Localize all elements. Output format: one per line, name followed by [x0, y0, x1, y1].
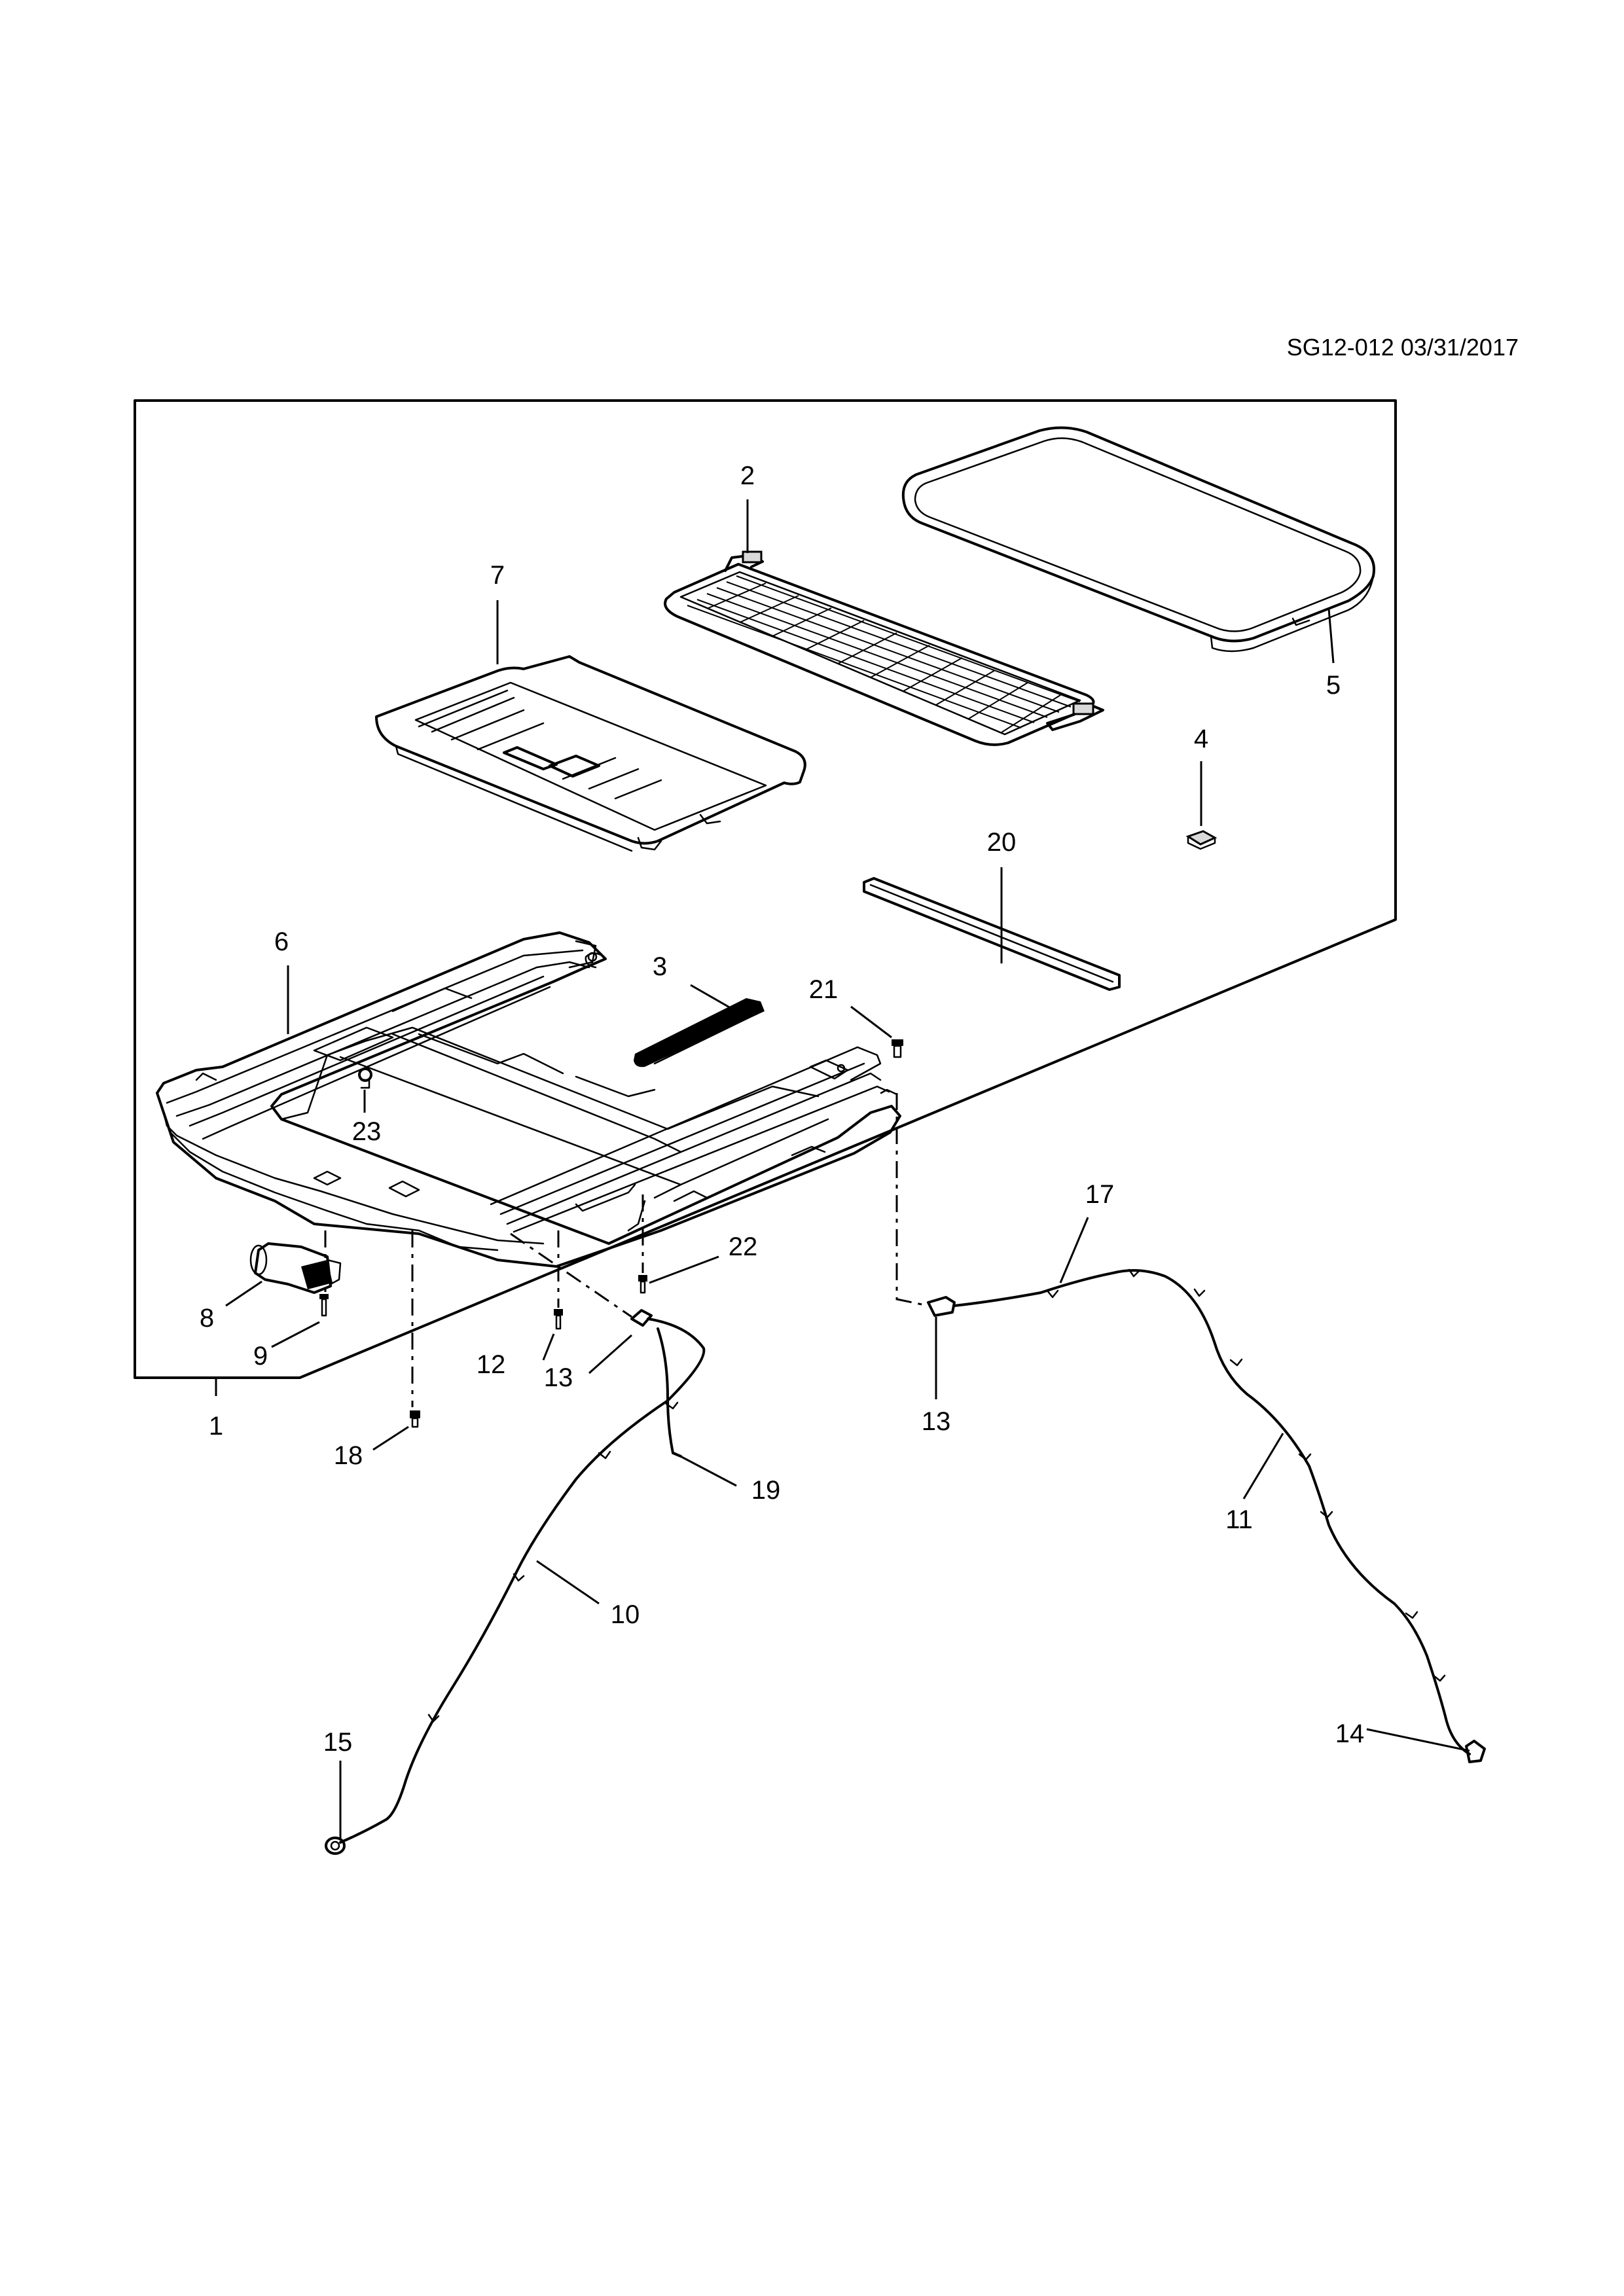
- clip-part: [1185, 830, 1218, 846]
- callout-2: 2: [740, 461, 755, 490]
- bolt-12: [554, 1309, 563, 1330]
- nut-23: [358, 1067, 372, 1089]
- bolt-18: [410, 1410, 420, 1428]
- callout-14: 14: [1335, 1719, 1365, 1748]
- callout-15: 15: [323, 1728, 353, 1757]
- callout-17: 17: [1085, 1180, 1115, 1209]
- drain-hose-left: [325, 1318, 706, 1855]
- callout-6: 6: [274, 927, 289, 956]
- callout-18: 18: [334, 1441, 363, 1470]
- callout-9: 9: [253, 1342, 268, 1371]
- sunshade-frame: [375, 655, 806, 852]
- callout-19: 19: [751, 1476, 781, 1505]
- callout-1: 1: [209, 1412, 223, 1441]
- glass-panel: [901, 426, 1375, 653]
- callout-23: 23: [352, 1117, 382, 1146]
- motor-screw: [319, 1294, 329, 1317]
- bolt-21: [892, 1039, 903, 1058]
- callout-3: 3: [653, 952, 667, 981]
- callout-12: 12: [477, 1350, 506, 1379]
- sunroof-frame: [156, 931, 901, 1268]
- seal-strip: [634, 998, 765, 1067]
- sunroof-motor: [249, 1242, 342, 1294]
- callout-13-left: 13: [544, 1363, 573, 1392]
- bolt-22: [638, 1275, 647, 1294]
- callout-8: 8: [200, 1304, 214, 1333]
- sunshade-screen: [664, 550, 1104, 746]
- callout-7: 7: [490, 561, 505, 590]
- callout-4: 4: [1194, 725, 1208, 753]
- callout-11: 11: [1225, 1505, 1253, 1534]
- callout-21: 21: [809, 975, 839, 1004]
- drain-fitting-left: [630, 1309, 653, 1327]
- drain-fitting-right: [927, 1296, 956, 1317]
- assembly-boundary: [134, 399, 1397, 1379]
- callout-22: 22: [729, 1232, 758, 1261]
- callout-20: 20: [987, 828, 1017, 857]
- wind-deflector-strip: [863, 877, 1121, 991]
- callout-5: 5: [1326, 671, 1341, 700]
- drain-hose-right: [953, 1268, 1486, 1763]
- diagram-code: SG12-012 03/31/2017: [1287, 334, 1519, 361]
- callout-13-right: 13: [922, 1407, 951, 1436]
- callout-10: 10: [611, 1600, 640, 1629]
